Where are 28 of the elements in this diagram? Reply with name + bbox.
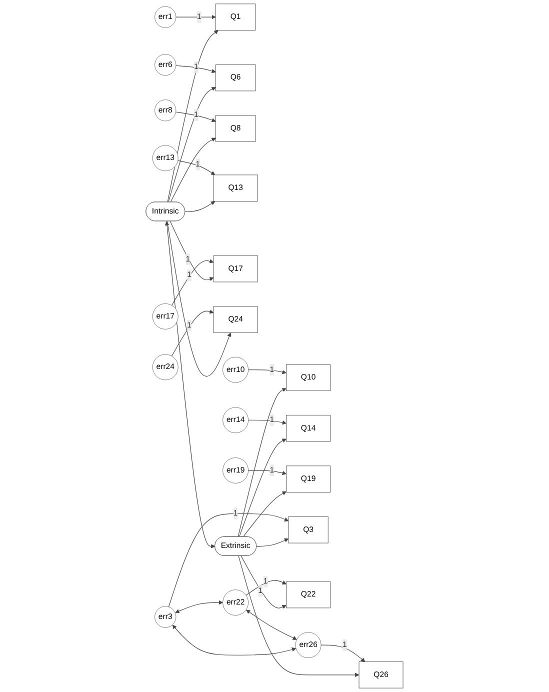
arrow bbox=[167, 30, 218, 202]
arrow bbox=[320, 644, 366, 662]
arrow bbox=[170, 138, 216, 202]
arrow bbox=[176, 112, 216, 122]
arrow bbox=[248, 420, 287, 425]
arrow bbox=[166, 220, 232, 377]
arrow bbox=[176, 14, 216, 20]
arrow bbox=[239, 438, 287, 538]
arrow bbox=[256, 538, 289, 547]
arrow bbox=[172, 259, 214, 306]
arrow bbox=[168, 87, 216, 202]
arrow bbox=[172, 624, 296, 656]
arrow bbox=[171, 310, 214, 356]
arrow bbox=[246, 580, 287, 596]
arrow bbox=[168, 513, 289, 608]
arrow bbox=[176, 65, 216, 74]
arrow bbox=[238, 556, 360, 678]
arrow bbox=[170, 220, 214, 282]
arrow bbox=[238, 388, 287, 538]
arrow bbox=[240, 556, 287, 609]
arrow bbox=[178, 160, 216, 176]
arrow bbox=[175, 600, 224, 614]
arrow bbox=[246, 610, 297, 640]
arrow bbox=[184, 201, 216, 212]
arrow bbox=[248, 470, 287, 476]
arrow bbox=[242, 491, 287, 538]
arrow bbox=[248, 370, 287, 374]
arrow bbox=[164, 221, 216, 548]
